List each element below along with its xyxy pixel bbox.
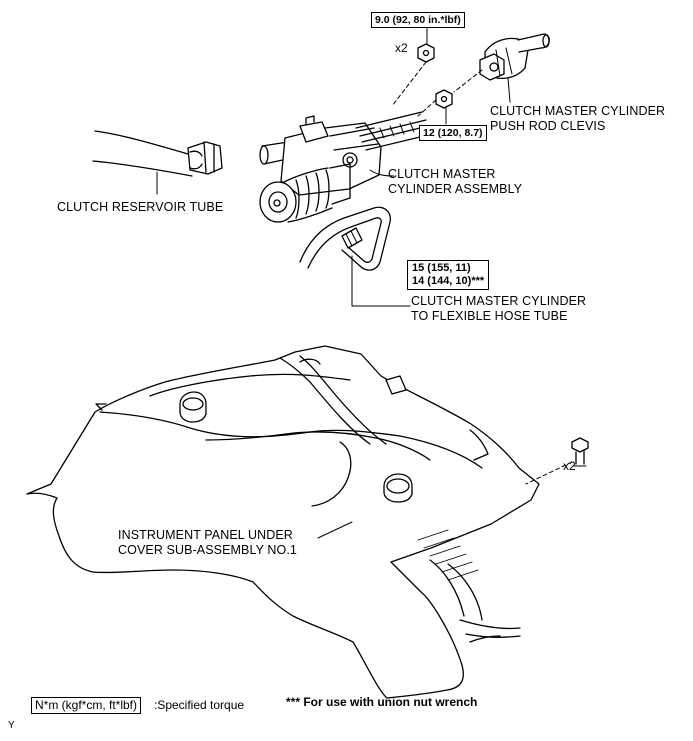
legend-torque-units: N*m (kgf*cm, ft*lbf): [31, 697, 142, 714]
torque-spec-box-tube: 15 (155, 11) 14 (144, 10)***: [407, 260, 490, 290]
bolt: [525, 437, 589, 485]
corner-mark: Y: [8, 720, 15, 731]
label-master-cylinder-line2: CYLINDER ASSEMBLY: [388, 182, 523, 196]
label-push-rod-clevis: CLUTCH MASTER CYLINDER PUSH ROD CLEVIS: [490, 104, 665, 134]
label-under-cover: INSTRUMENT PANEL UNDER COVER SUB-ASSEMBL…: [118, 528, 297, 558]
instrument-panel-under-cover: [26, 345, 540, 699]
nut-top: [417, 43, 435, 63]
label-master-cylinder: CLUTCH MASTER CYLINDER ASSEMBLY: [388, 167, 522, 197]
quantity-bolts: x2: [563, 459, 576, 473]
label-master-cylinder-line1: CLUTCH MASTER: [388, 167, 496, 181]
label-push-rod-clevis-line2: PUSH ROD CLEVIS: [490, 119, 606, 133]
torque-spec-box-top: 9.0 (92, 80 in.*lbf): [371, 12, 465, 28]
label-reservoir-tube: CLUTCH RESERVOIR TUBE: [57, 200, 224, 214]
label-under-cover-line2: COVER SUB-ASSEMBLY NO.1: [118, 543, 297, 557]
clutch-master-cylinder-assembly: [259, 111, 427, 223]
quantity-nuts: x2: [395, 41, 408, 55]
label-push-rod-clevis-line1: CLUTCH MASTER CYLINDER: [490, 104, 666, 118]
clutch-reservoir-tube: [92, 130, 223, 195]
label-under-cover-line1: INSTRUMENT PANEL UNDER: [118, 528, 293, 542]
torque-spec-tube-line1: 15 (155, 11): [412, 262, 471, 274]
torque-spec-tube-line2: 14 (144, 10)***: [412, 275, 485, 287]
label-flexible-hose-tube-line1: CLUTCH MASTER CYLINDER: [411, 294, 587, 308]
push-rod-clevis: [479, 33, 550, 81]
label-flexible-hose-tube-line2: TO FLEXIBLE HOSE TUBE: [411, 309, 568, 323]
torque-spec-box-mid: 12 (120, 8.7): [419, 125, 487, 141]
legend-union-note: *** For use with union nut wrench: [286, 695, 478, 709]
nut-mid: [435, 89, 453, 109]
legend-torque-desc: :Specified torque: [154, 698, 245, 712]
flexible-hose-tube: [299, 206, 391, 271]
label-flexible-hose-tube: CLUTCH MASTER CYLINDER TO FLEXIBLE HOSE …: [411, 294, 586, 324]
